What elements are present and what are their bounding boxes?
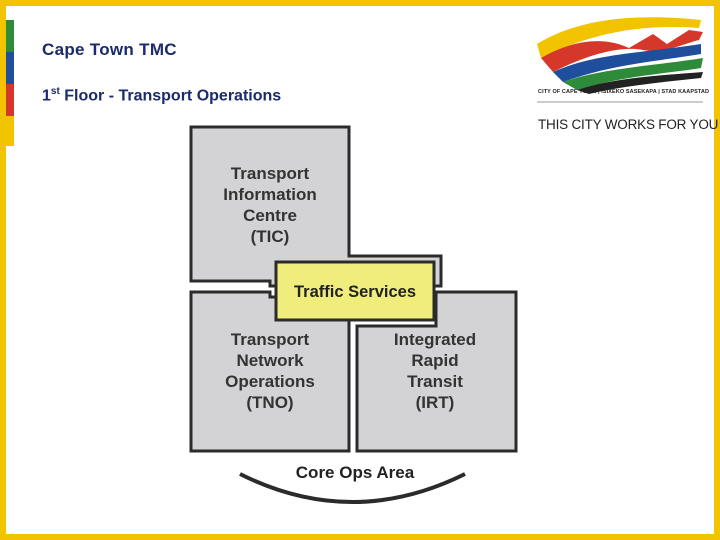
tic-line-2: Information: [223, 185, 317, 204]
logo-swoosh-blue: [553, 44, 701, 82]
tic-line-1: Transport: [230, 164, 310, 183]
core-ops-label: Core Ops Area: [295, 463, 415, 482]
tno-line-2: Network: [236, 351, 304, 370]
logo-swoosh-black: [577, 72, 703, 94]
tno-line-3: Operations: [225, 372, 315, 391]
subtitle-number: 1: [42, 87, 51, 105]
tic-line-4: (TIC): [250, 227, 290, 246]
accent-stripe-yellow: [6, 116, 14, 146]
room-irt-label: Integrated Rapid Transit (IRT): [360, 329, 510, 413]
logo-org-line: CITY OF CAPE TOWN | ISIXEKO SASEKAPA | S…: [538, 89, 710, 95]
logo-swoosh-yellow: [537, 17, 701, 58]
tic-line-3: Centre: [243, 206, 297, 225]
irt-line-4: (IRT): [415, 393, 455, 412]
subtitle-ordinal: st: [50, 86, 60, 97]
subtitle-text: Floor - Transport Operations: [59, 87, 282, 105]
irt-line-3: Transit: [407, 372, 463, 391]
city-logo: [537, 17, 703, 103]
core-ops-arc: [239, 472, 466, 504]
accent-stripe-red: [6, 84, 14, 116]
tno-line-1: Transport: [230, 330, 310, 349]
slide-title: Cape Town TMC: [42, 40, 177, 59]
irt-line-1: Integrated: [393, 330, 477, 349]
slide-subtitle: 1st Floor - Transport Operations: [42, 86, 281, 105]
accent-stripe-green: [6, 20, 14, 52]
traffic-services-box: [274, 260, 436, 322]
room-tic-outline: [189, 125, 443, 288]
accent-stripe-blue: [6, 52, 14, 84]
room-irt-outline: [355, 290, 518, 453]
room-tno-label: Transport Network Operations (TNO): [195, 329, 345, 413]
logo-tagline: THIS CITY WORKS FOR YOU: [538, 117, 719, 132]
room-tic-label: Transport Information Centre (TIC): [195, 163, 345, 247]
logo-swoosh-red: [541, 30, 703, 72]
tno-line-4: (TNO): [246, 393, 294, 412]
traffic-services-label: Traffic Services: [294, 283, 416, 301]
logo-swoosh-green: [563, 58, 703, 90]
irt-line-2: Rapid: [411, 351, 459, 370]
